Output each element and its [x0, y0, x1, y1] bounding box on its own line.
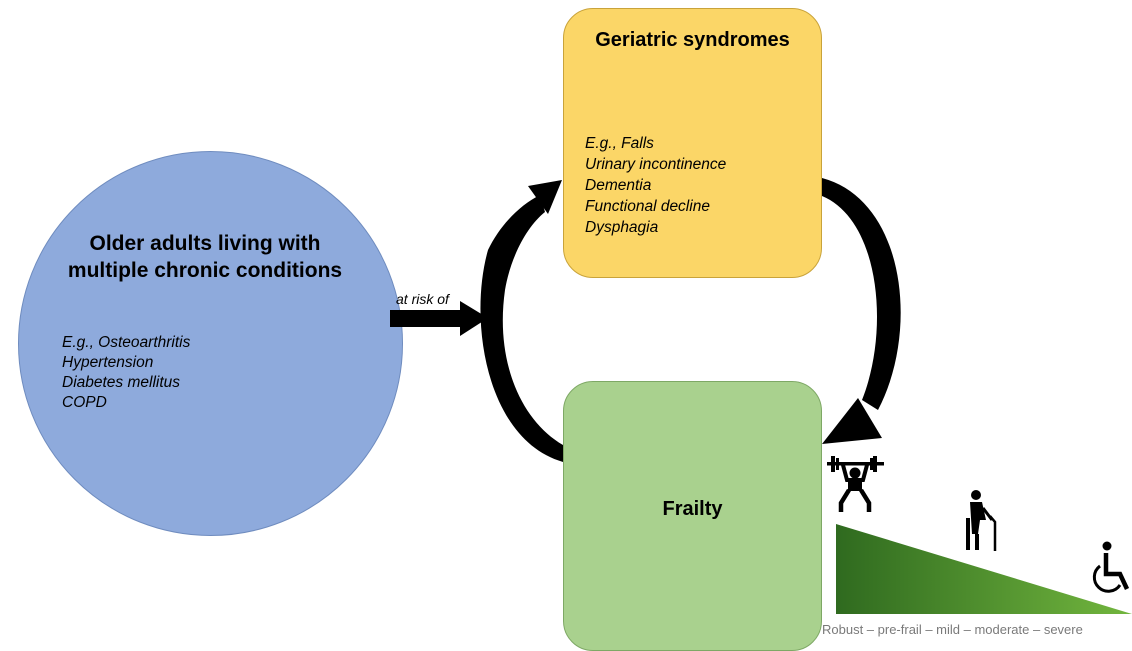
at-risk-arrow [390, 301, 488, 336]
frailty-box [563, 381, 822, 651]
list-item: Diabetes mellitus [62, 374, 181, 391]
list-item: Dementia [585, 177, 652, 194]
chronic-conditions-title: Older adults living with multiple chroni… [67, 232, 343, 282]
list-item: E.g., Falls [585, 135, 654, 152]
list-item: Dysphagia [585, 219, 659, 236]
wheelchair-icon [1092, 541, 1130, 593]
curved-arrow-right [822, 178, 901, 444]
elderly-person-with-cane-icon [966, 490, 997, 551]
curved-arrow-left [480, 180, 563, 462]
at-risk-label: at risk of [396, 291, 449, 307]
list-item: Functional decline [585, 198, 710, 215]
geriatric-syndromes-title: Geriatric syndromes [595, 29, 790, 51]
frailty-scale-label: Robust – pre-frail – mild – moderate – s… [822, 622, 1083, 637]
geriatric-syndromes-examples: E.g., Falls Urinary incontinence Dementi… [585, 133, 726, 238]
list-item: Urinary incontinence [585, 156, 727, 173]
weightlifter-icon [827, 456, 884, 512]
chronic-conditions-examples: E.g., Osteoarthritis Hypertension Diabet… [62, 333, 190, 413]
list-item: E.g., Osteoarthritis [62, 334, 191, 351]
frailty-spectrum-triangle [836, 524, 1132, 614]
frailty-title: Frailty [662, 498, 723, 520]
chronic-conditions-circle [18, 151, 403, 536]
geriatric-syndromes-box [563, 8, 822, 278]
list-item: COPD [62, 394, 107, 411]
list-item: Hypertension [62, 354, 154, 371]
